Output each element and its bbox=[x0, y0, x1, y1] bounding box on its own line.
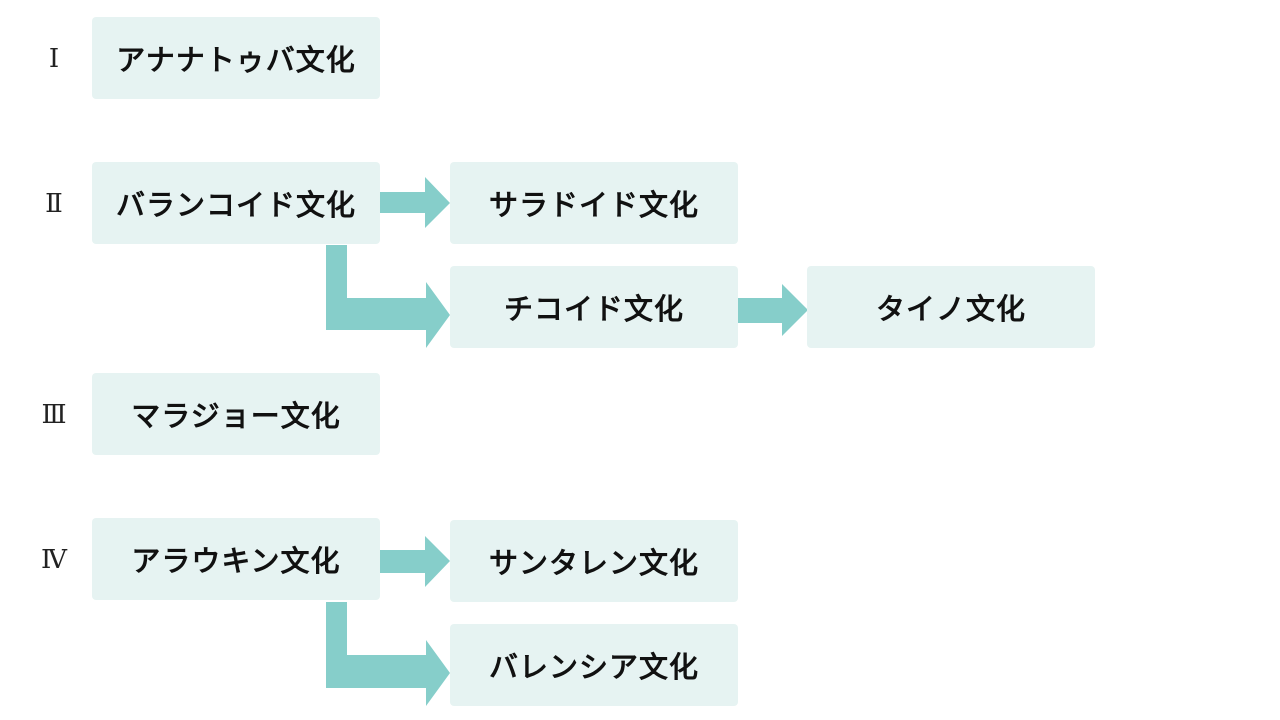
culture-box-araukin: アラウキン文化 bbox=[92, 518, 380, 600]
arrow-balancoid-to-chicoid bbox=[326, 245, 450, 348]
arrow-chicoid-to-taino bbox=[738, 284, 808, 336]
culture-box-barrancoid: バランコイド文化 bbox=[92, 162, 380, 244]
arrow-araukin-to-santarem bbox=[380, 536, 450, 587]
culture-box-ananatuba: アナナトゥバ文化 bbox=[92, 17, 380, 99]
culture-box-chicoid: チコイド文化 bbox=[450, 266, 738, 348]
culture-box-saladoid: サラドイド文化 bbox=[450, 162, 738, 244]
culture-box-taino: タイノ文化 bbox=[807, 266, 1095, 348]
group-numeral-2: Ⅱ bbox=[45, 189, 63, 219]
arrow-araukin-to-valencia bbox=[326, 602, 450, 706]
culture-box-valencia: バレンシア文化 bbox=[450, 624, 738, 706]
culture-box-santarem: サンタレン文化 bbox=[450, 520, 738, 602]
group-numeral-4: Ⅳ bbox=[41, 545, 67, 575]
culture-box-marajoara: マラジョー文化 bbox=[92, 373, 380, 455]
arrow-balancoid-to-saladoid bbox=[380, 177, 450, 228]
group-numeral-3: Ⅲ bbox=[41, 400, 67, 430]
group-numeral-1: Ⅰ bbox=[48, 44, 60, 74]
